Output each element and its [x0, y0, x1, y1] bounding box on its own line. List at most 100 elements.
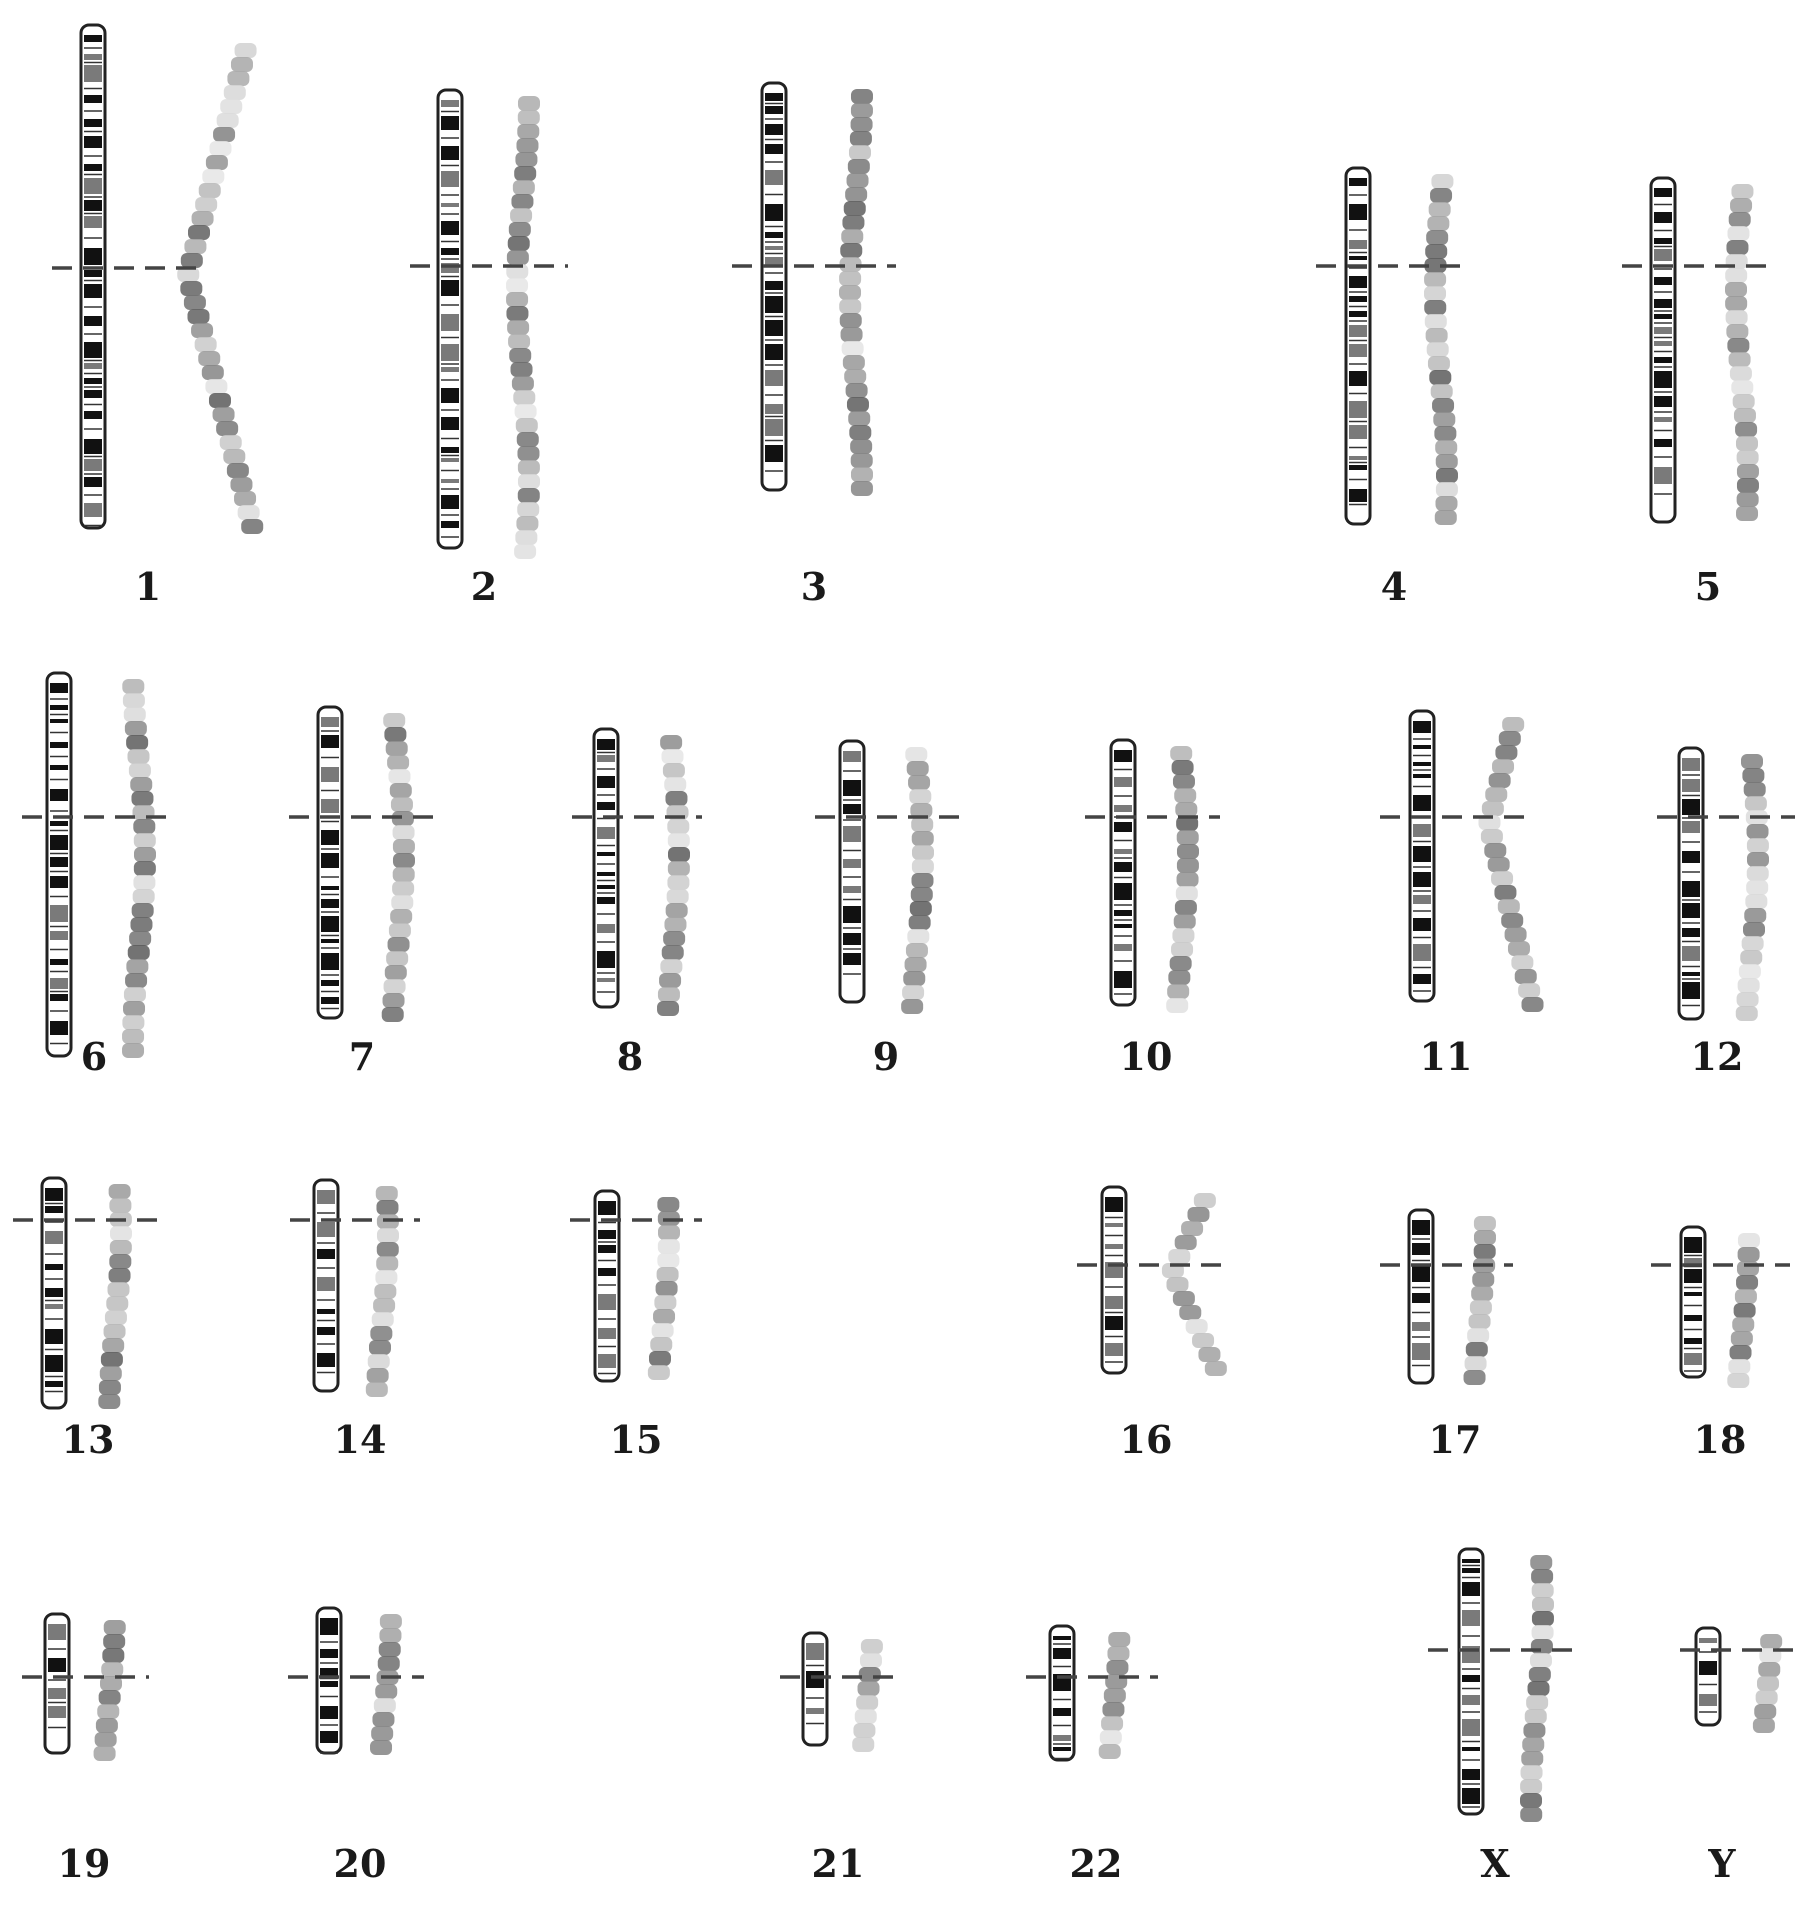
real-chromosome-segment	[187, 309, 209, 324]
real-chromosome-segment	[1737, 464, 1759, 479]
real-chromosome-segment	[515, 152, 537, 167]
real-chromosome-segment	[841, 327, 863, 342]
real-chromosome-segment	[373, 1298, 395, 1313]
real-chromosome-segment	[128, 749, 150, 764]
ideogram-22	[1050, 1626, 1074, 1760]
ideogram-band	[441, 221, 459, 235]
real-chromosome-segment	[1174, 788, 1196, 803]
real-chromosome-segment	[1740, 950, 1762, 965]
real-chromosome-segment	[1727, 1373, 1749, 1388]
real-chromosome-segment	[1172, 760, 1194, 775]
chromosome-label: 8	[617, 1034, 643, 1079]
real-chromosome-segment	[1427, 342, 1449, 357]
ideogram-band	[1349, 204, 1367, 220]
real-chromosome-segment	[1508, 941, 1530, 956]
real-chromosome-segment	[1738, 1247, 1760, 1262]
real-chromosome-segment	[1747, 838, 1769, 853]
real-chromosome-segment	[860, 1653, 882, 1668]
real-chromosome-segment	[205, 379, 227, 394]
real-chromosome-segment	[511, 194, 533, 209]
real-chromosome-segment	[858, 1681, 880, 1696]
real-chromosome-segment	[1205, 1361, 1227, 1376]
real-chromosome-segment	[852, 1737, 874, 1752]
ideogram-13	[42, 1178, 66, 1408]
real-chromosome-segment	[195, 197, 217, 212]
ideogram-band	[1413, 824, 1431, 837]
real-chromosome-segment	[199, 183, 221, 198]
ideogram-band	[50, 905, 68, 922]
chromosome-label: 5	[1695, 564, 1721, 609]
real-chromosome-segment	[379, 1642, 401, 1657]
ideogram-band	[48, 1706, 66, 1718]
real-chromosome-segment	[213, 407, 235, 422]
real-chromosome-segment	[1728, 1359, 1750, 1374]
real-chromosome-segment	[905, 747, 927, 762]
real-chromosome-segment	[367, 1368, 389, 1383]
ideogram-band	[1682, 946, 1700, 961]
real-chromosome-segment	[657, 1267, 679, 1282]
chromosome-label: 6	[81, 1034, 107, 1079]
real-chromosome-segment	[1488, 857, 1510, 872]
ideogram-band	[598, 1328, 616, 1339]
ideogram-band	[1682, 758, 1700, 771]
real-chromosome-segment	[125, 721, 147, 736]
ideogram-band	[317, 1327, 335, 1335]
real-chromosome-segment	[122, 1029, 144, 1044]
ideogram-band	[1413, 721, 1431, 733]
real-chromosome-segment	[1424, 272, 1446, 287]
real-chromosome-segment	[846, 383, 868, 398]
real-chromosome-segment	[202, 169, 224, 184]
real-chromosome-segment	[377, 1242, 399, 1257]
ideogram-band	[843, 826, 861, 842]
ideogram-band	[1349, 425, 1367, 439]
real-chromosome-segment	[518, 460, 540, 475]
real-chromosome-segment	[393, 839, 415, 854]
real-chromosome-segment	[134, 861, 156, 876]
real-chromosome-segment	[1501, 913, 1523, 928]
ideogram-band	[441, 146, 459, 160]
ideogram-band	[1654, 327, 1672, 334]
real-chromosome-segment	[842, 215, 864, 230]
real-chromosome-segment	[389, 923, 411, 938]
ideogram-band	[1349, 489, 1367, 502]
ideogram-band	[765, 281, 783, 290]
ideogram-7	[318, 707, 342, 1018]
ideogram-band	[1114, 805, 1132, 812]
real-chromosome-segment	[129, 763, 151, 778]
real-chromosome-segment	[1738, 1233, 1760, 1248]
real-chromosome-segment	[1726, 324, 1748, 339]
real-chromosome-segment	[1492, 759, 1514, 774]
ideogram-band	[1462, 1719, 1480, 1736]
ideogram-band	[1654, 314, 1672, 319]
real-chromosome-segment	[1168, 970, 1190, 985]
real-chromosome-segment	[1737, 992, 1759, 1007]
real-chromosome-segment	[1515, 969, 1537, 984]
ideogram-1	[81, 25, 105, 528]
ideogram-band	[765, 344, 783, 360]
ideogram-band	[45, 1381, 63, 1387]
ideogram-band	[441, 417, 459, 430]
real-chromosome-segment	[1725, 268, 1747, 283]
real-chromosome-segment	[1470, 1300, 1492, 1315]
real-chromosome-segment	[184, 295, 206, 310]
ideogram-band	[806, 1671, 824, 1688]
real-chromosome-segment	[903, 971, 925, 986]
ideogram-band	[1654, 188, 1672, 197]
real-chromosome-segment	[1737, 492, 1759, 507]
real-chromosome-segment	[902, 985, 924, 1000]
real-chromosome-segment	[848, 411, 870, 426]
ideogram-band	[45, 1264, 63, 1270]
real-chromosome-segment	[1729, 352, 1751, 367]
ideogram-band	[843, 780, 861, 796]
ideogram-band	[1349, 311, 1367, 317]
ideogram-band	[1105, 1197, 1123, 1212]
real-chromosome-segment	[911, 887, 933, 902]
real-chromosome-segment	[366, 1382, 388, 1397]
real-chromosome-segment	[1518, 983, 1540, 998]
ideogram-band	[50, 705, 68, 710]
real-chromosome-segment	[1194, 1193, 1216, 1208]
real-chromosome-segment	[1737, 478, 1759, 493]
real-chromosome-segment	[110, 1226, 132, 1241]
ideogram-band	[1105, 1296, 1123, 1309]
real-chromosome-segment	[122, 1015, 144, 1030]
